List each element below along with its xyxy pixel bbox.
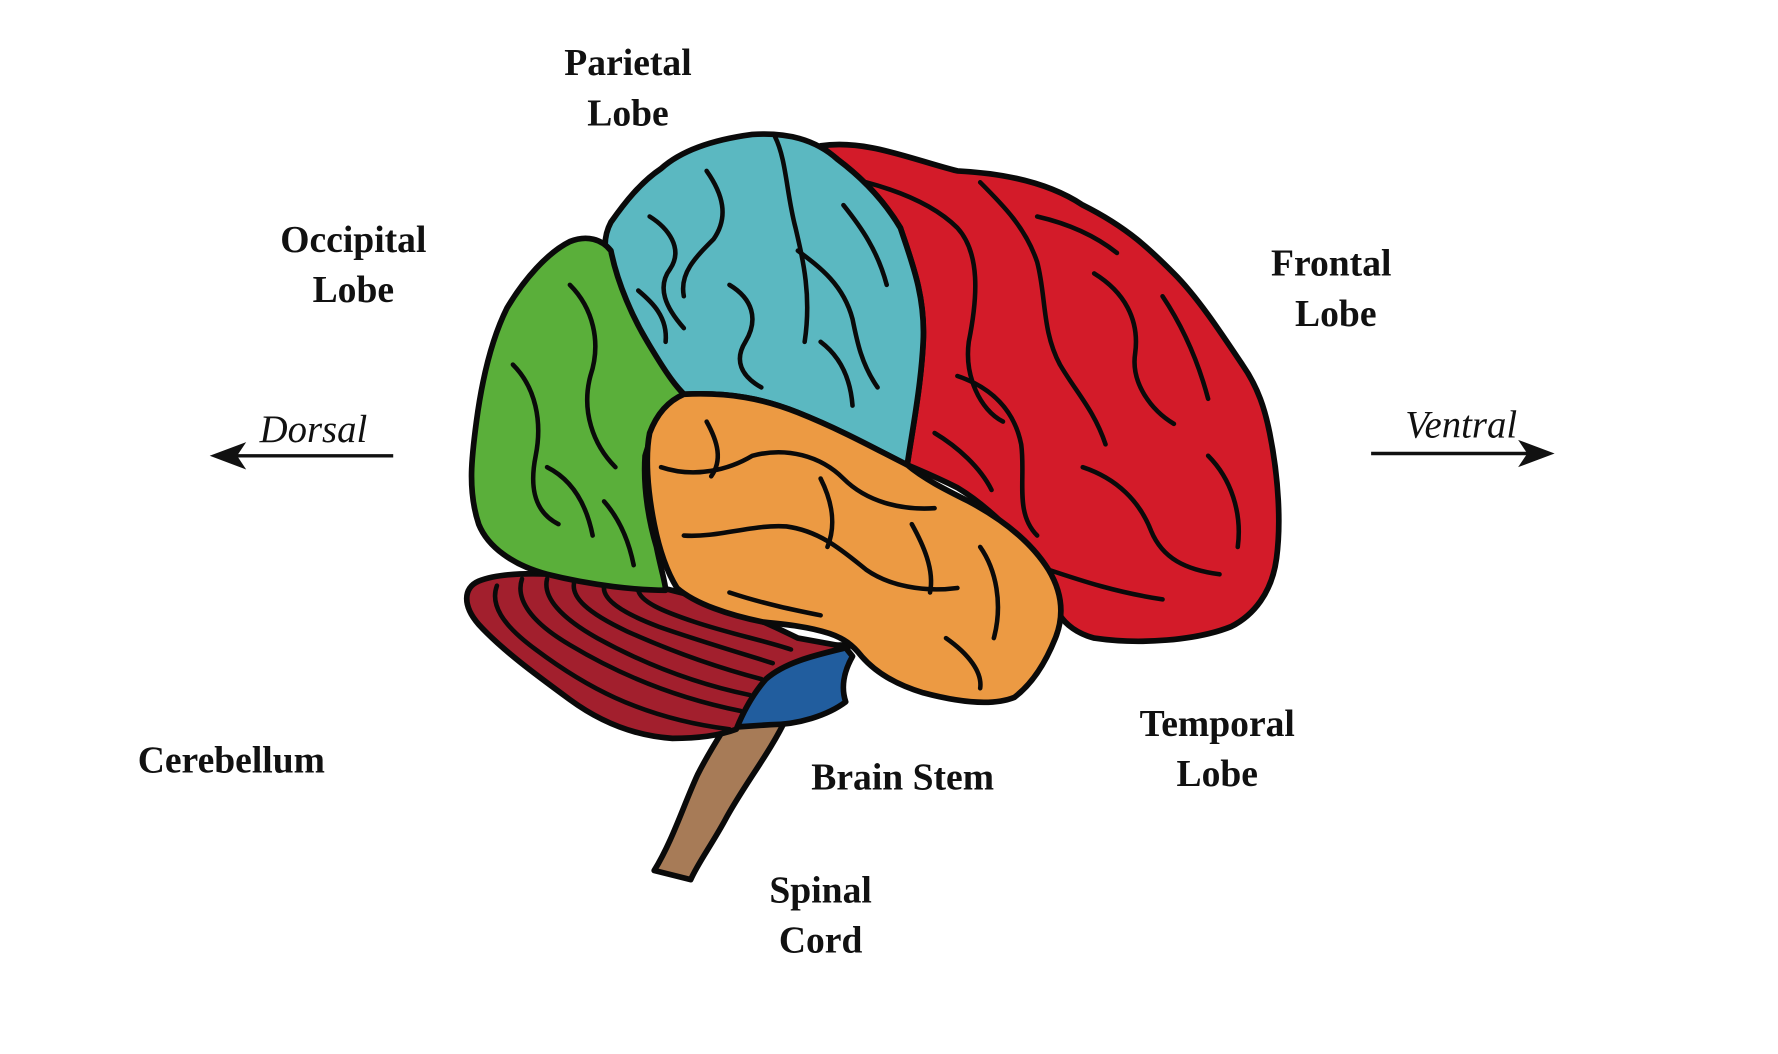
dorsal-label: Dorsal — [259, 408, 368, 451]
occipital-lobe-label-line1: Occipital — [280, 219, 426, 261]
spinal-cord-label-line2: Cord — [779, 920, 863, 962]
spinal-cord-region — [651, 715, 790, 883]
parietal-lobe-label-line2: Lobe — [587, 92, 668, 134]
ventral-indicator: Ventral — [1371, 404, 1555, 468]
occipital-lobe-label-line2: Lobe — [313, 269, 394, 311]
left-arrow-icon — [209, 442, 247, 470]
temporal-lobe-label-line2: Lobe — [1177, 753, 1258, 795]
frontal-lobe-label-line1: Frontal — [1271, 243, 1391, 285]
right-arrow-icon — [1518, 439, 1555, 468]
cortex-sulci — [510, 134, 1241, 691]
ventral-label: Ventral — [1405, 404, 1517, 447]
spinal-cord-label-line1: Spinal — [769, 869, 871, 911]
cerebellum-folia — [492, 576, 794, 732]
parietal-lobe-label-line1: Parietal — [564, 42, 691, 84]
cerebellum-label: Cerebellum — [138, 740, 325, 782]
frontal-lobe-label-line2: Lobe — [1295, 293, 1376, 335]
temporal-lobe-label-line1: Temporal — [1140, 703, 1295, 745]
temporal-lobe-region — [644, 391, 1064, 706]
occipital-lobe-region — [468, 235, 687, 594]
brain-stem-label: Brain Stem — [811, 757, 994, 799]
dorsal-indicator: Dorsal — [209, 408, 394, 470]
